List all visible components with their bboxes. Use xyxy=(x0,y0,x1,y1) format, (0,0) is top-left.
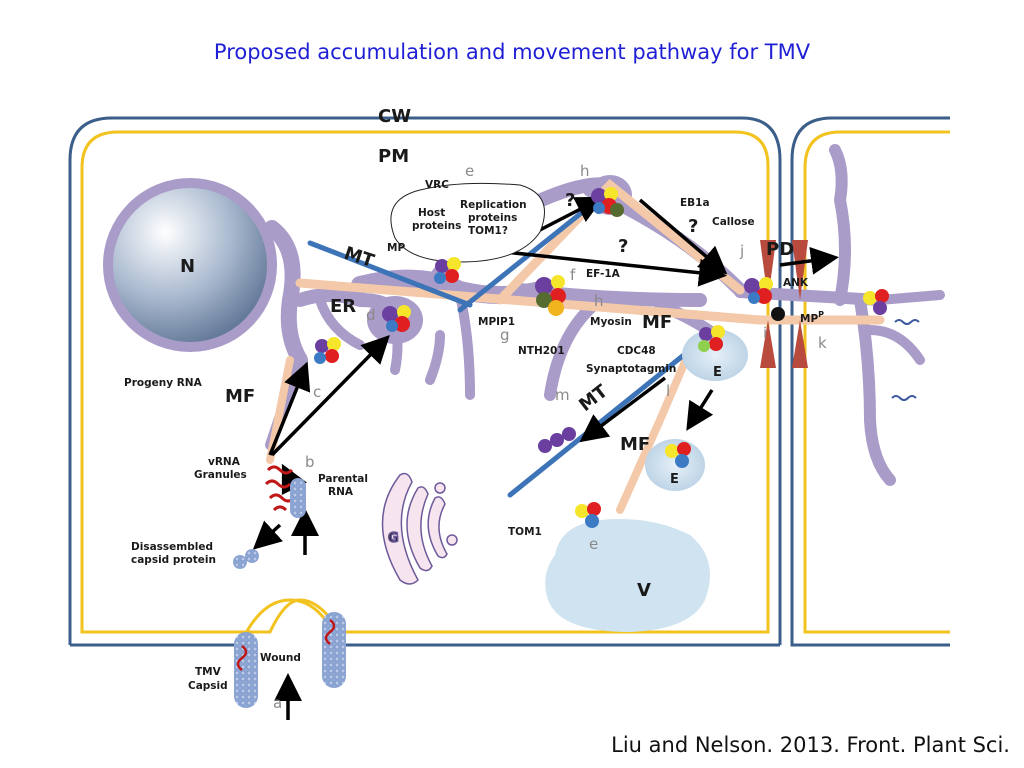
ank-label: ANK xyxy=(783,277,809,289)
mf-label-1: MF xyxy=(642,312,672,333)
complex-e2 xyxy=(665,442,691,468)
mf-label-3: MF xyxy=(620,434,650,455)
complex-d xyxy=(382,305,411,332)
step-letter-e-top: e xyxy=(465,162,474,180)
endosome-1: E xyxy=(682,329,748,381)
endosome-label-1: E xyxy=(713,365,722,380)
question-mark-2: ? xyxy=(618,236,628,257)
eb1a-label: EB1a xyxy=(680,197,710,209)
rna-squiggle-2 xyxy=(891,395,917,401)
disassembled-capsids xyxy=(233,549,259,569)
page-title: Proposed accumulation and movement pathw… xyxy=(213,40,811,64)
tom1-label: TOM1 xyxy=(508,526,542,538)
callose-bottom-right xyxy=(792,320,808,368)
complex-right-cell xyxy=(863,289,889,315)
step-letter-j: j xyxy=(739,242,744,260)
step-letter-i: i xyxy=(763,324,767,342)
step-letter-h-mid: h xyxy=(594,292,604,310)
tmv-capsid-right xyxy=(322,612,346,688)
step-letter-h-top: h xyxy=(580,162,590,180)
pd-label: PD xyxy=(766,239,794,260)
mpp-label: MPP xyxy=(800,310,824,325)
step-letter-c: c xyxy=(313,383,321,401)
callose-top-right xyxy=(792,240,808,300)
vrna-line2: Granules xyxy=(194,469,247,481)
rna-granules xyxy=(264,465,296,512)
parental-line1: Parental xyxy=(318,473,368,485)
disassembled-line1: Disassembled xyxy=(131,541,213,553)
pm-label: PM xyxy=(378,146,409,167)
step-letter-k: k xyxy=(818,334,827,352)
disassembled-line2: capsid protein xyxy=(131,554,216,566)
plasma-membrane xyxy=(80,130,950,634)
complex-tom1 xyxy=(575,502,601,528)
host-proteins-line2: proteins xyxy=(412,220,461,232)
synaptotagmin-label: Synaptotagmin xyxy=(586,363,676,375)
complex-vrc xyxy=(434,257,461,284)
vacuole: V xyxy=(545,519,710,632)
nucleus-label: N xyxy=(180,256,195,277)
step-letter-g: g xyxy=(500,326,510,344)
mp-label: MP xyxy=(387,242,405,254)
myosin-label: Myosin xyxy=(590,316,632,328)
complex-h-top xyxy=(591,187,624,217)
golgi: G xyxy=(381,472,458,585)
step-letter-e-bottom: e xyxy=(589,535,598,553)
er-label: ER xyxy=(330,296,356,317)
vrc-label: VRC xyxy=(425,179,449,191)
vacuole-label: V xyxy=(637,580,651,601)
replication-line3: TOM1? xyxy=(468,225,508,237)
complex-ef1a xyxy=(535,275,566,316)
complex-progeny xyxy=(314,337,341,364)
replication-line1: Replication xyxy=(460,199,527,211)
tmv-capsid-line2: Capsid xyxy=(188,680,228,692)
callose-top-left xyxy=(760,240,776,300)
endosome-label-2: E xyxy=(670,472,679,487)
step-letter-a: a xyxy=(273,694,282,712)
cw-label: CW xyxy=(378,106,411,127)
citation: Liu and Nelson. 2013. Front. Plant Sci. xyxy=(611,733,1010,757)
replication-line2: proteins xyxy=(468,212,517,224)
step-letter-l: l xyxy=(666,382,670,400)
cell-wall xyxy=(68,116,950,647)
callose-bottom-left xyxy=(760,320,776,368)
mpip1-label: MPIP1 xyxy=(478,316,515,328)
complex-mt-m xyxy=(538,427,576,453)
complex-pd xyxy=(744,277,785,321)
wound-label: Wound xyxy=(260,652,301,664)
vrc-bubble: VRC Host proteins Replication proteins T… xyxy=(387,179,545,263)
tmv-capsid-line1: TMV xyxy=(195,666,222,678)
step-letter-b: b xyxy=(305,453,315,471)
callose-label: Callose xyxy=(712,216,755,228)
protein-clusters xyxy=(233,187,920,708)
host-proteins-line1: Host xyxy=(418,207,445,219)
question-mark-3: ? xyxy=(688,216,698,237)
rna-squiggle-1 xyxy=(894,319,920,325)
complex-cdc48 xyxy=(698,325,725,352)
mf-label-2: MF xyxy=(225,386,255,407)
tmv-capsid-left xyxy=(234,632,258,708)
progeny-rna-label: Progeny RNA xyxy=(124,377,203,389)
question-mark-1: ? xyxy=(565,190,575,211)
parental-line2: RNA xyxy=(328,486,354,498)
golgi-label: G xyxy=(388,531,399,546)
nth201-label: NTH201 xyxy=(518,345,565,357)
step-letter-d: d xyxy=(366,306,376,324)
step-letter-m: m xyxy=(555,386,570,404)
vrna-line1: vRNA xyxy=(208,456,241,468)
plasmodesma: PD xyxy=(760,239,808,368)
ef1a-label: EF-1A xyxy=(586,268,621,280)
mt-label-2: MT xyxy=(575,380,612,416)
parental-capsid xyxy=(290,478,306,518)
nucleus: N xyxy=(103,178,277,352)
microtubule-1 xyxy=(307,240,473,308)
step-letter-f: f xyxy=(570,266,576,284)
cdc48-label: CDC48 xyxy=(617,345,656,357)
